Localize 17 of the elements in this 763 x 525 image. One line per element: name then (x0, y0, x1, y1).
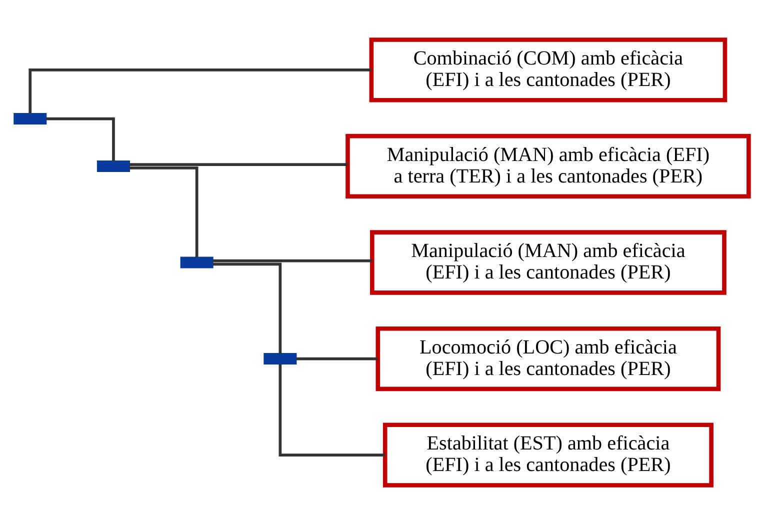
connector (212, 262, 282, 354)
node-box: Manipulació (MAN) amb eficàcia (EFI) a terra (TER) i a les cantonades (PER) (346, 134, 751, 199)
connector (130, 166, 198, 258)
connector (129, 163, 348, 166)
connector (46, 117, 115, 162)
node-box: Estabilitat (EST) amb eficàcia (EFI) i a les cantonades (PER) (382, 422, 714, 488)
node-bar (96, 160, 130, 172)
connector (212, 259, 372, 262)
connector (278, 364, 385, 456)
node-box: Combinació (COM) amb eficàcia (EFI) i a les cantonades (PER) (369, 38, 728, 102)
node-box: Manipulació (MAN) amb eficàcia (EFI) i a les cantonades (PER) (370, 230, 726, 295)
node-box: Locomoció (LOC) amb eficàcia (EFI) i a les cantonades (PER) (376, 326, 721, 392)
node-bar (180, 256, 214, 268)
connector (28, 68, 372, 114)
node-bar (14, 113, 47, 125)
connector (296, 357, 378, 360)
node-bar (264, 353, 297, 365)
